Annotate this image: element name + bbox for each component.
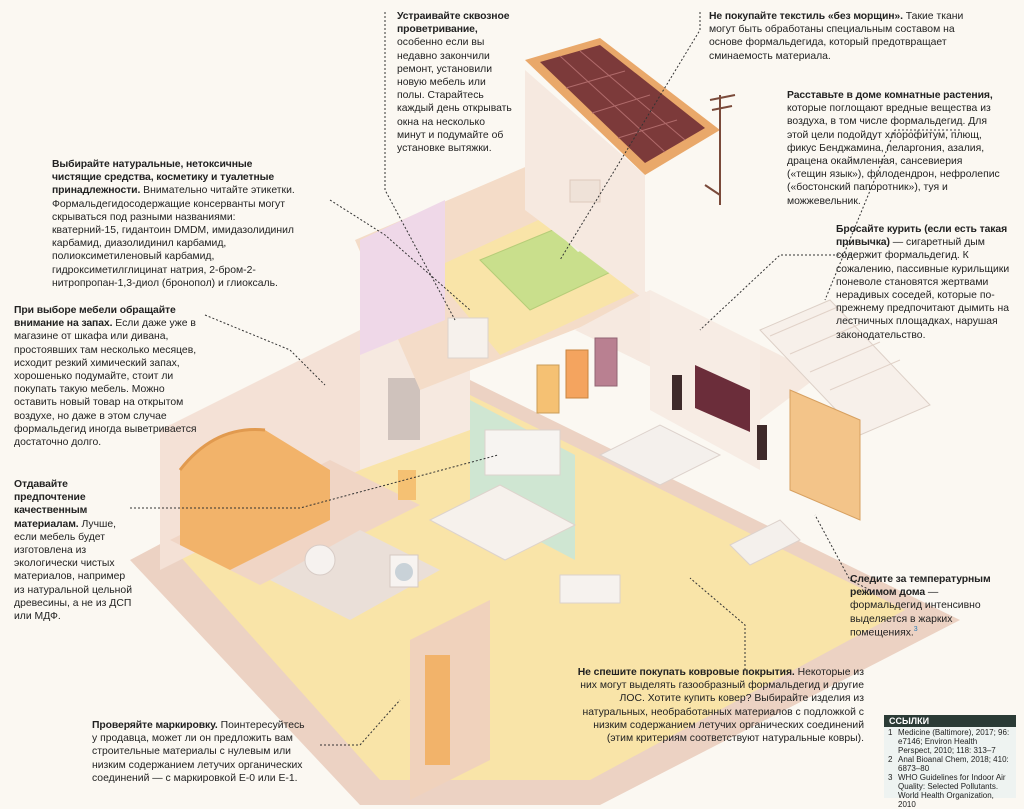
note-plants: Расставьте в доме комнатные растения, ко…: [787, 90, 1000, 207]
kitchen-counter: [428, 484, 577, 561]
tv-antenna: [704, 94, 736, 205]
note-labeling: Проверяйте маркировку. Поинтересуйтесь у…: [92, 720, 305, 784]
tv: [695, 365, 750, 432]
speaker-left: [672, 375, 682, 410]
upper-picture: [569, 179, 601, 203]
upper-bath-wall: [360, 200, 445, 355]
water-heater: [304, 544, 336, 576]
dining-table: [559, 574, 621, 604]
door: [388, 378, 420, 440]
note-cleaning: Выбирайте натуральные, нетоксичные чистя…: [52, 159, 295, 289]
bathroom: [270, 530, 440, 620]
picture-3: [594, 337, 618, 387]
leader-lines: [130, 12, 960, 746]
glass-door: [789, 389, 861, 521]
solar-grid: [559, 50, 686, 153]
note-quality: Отдавайте предпочтение качественным мате…: [14, 479, 133, 623]
picture-2: [565, 349, 589, 399]
pergola: [759, 299, 931, 436]
bath-sink: [447, 317, 489, 359]
note-furniture: При выборе мебели обращайте внимание на …: [14, 305, 197, 449]
bed-left-edge: [178, 428, 266, 471]
note-temperature: Следите за температурным режимом дома — …: [850, 574, 991, 639]
footnote-marker: 3: [913, 625, 918, 633]
kitchen-art: [398, 470, 416, 500]
speaker-right: [757, 425, 767, 460]
note-smoking: Бросайте курить (если есть такая привычк…: [836, 224, 1010, 341]
picture-1: [536, 364, 560, 414]
sofa: [598, 424, 722, 486]
kitchen-cabinets: [484, 429, 561, 476]
pergola-slats: [769, 305, 901, 391]
note-carpets: Не спешите покупать ковровые покрытия. Н…: [577, 667, 864, 745]
bed-left: [180, 429, 330, 570]
note-ventilation: Устраивайте сквозное проветривание, особ…: [397, 11, 512, 155]
entrance-door: [425, 655, 450, 765]
washer-door: [395, 563, 413, 581]
references-title: ССЫЛКИ: [884, 715, 1016, 727]
armchair: [729, 519, 801, 566]
note-textile: Не покупайте текстиль «без морщин». Таки…: [709, 11, 964, 62]
